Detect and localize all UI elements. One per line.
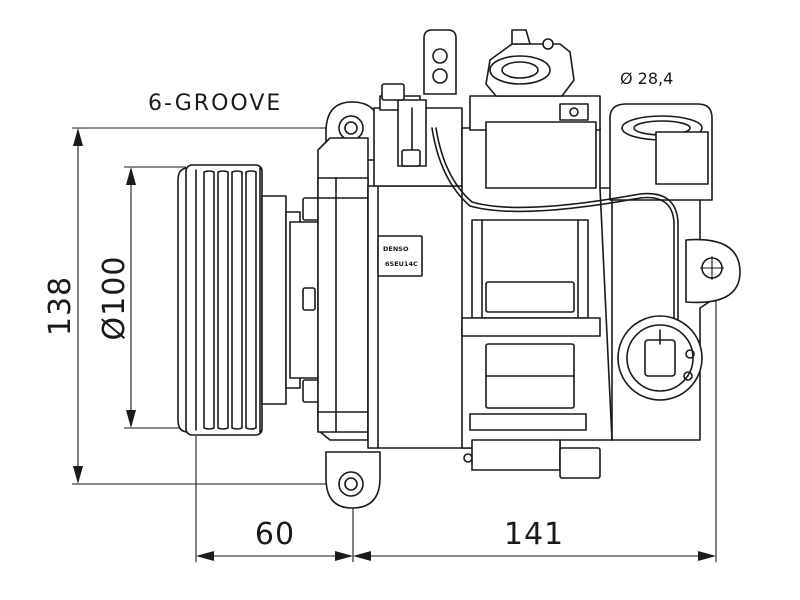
groove-label: 6-GROOVE <box>148 91 282 116</box>
nameplate-brand: DENSO <box>383 245 409 253</box>
pulley <box>177 164 323 436</box>
compressor-body: DENSO 6SEU14C <box>367 29 741 479</box>
pulley-grooves <box>195 167 261 433</box>
nameplate-part-number: 6SEU14C <box>385 260 418 268</box>
pulley-diameter-label: Ø100 <box>97 256 132 341</box>
dimension-lines <box>72 127 717 562</box>
pulley-offset-label: 60 <box>255 517 295 552</box>
nameplate: DENSO 6SEU14C <box>377 235 423 277</box>
height-dimension-label: 138 <box>43 276 78 336</box>
port-diameter-label: Ø 28,4 <box>620 69 673 88</box>
control-valve <box>617 315 703 401</box>
body-length-label: 141 <box>504 517 564 552</box>
